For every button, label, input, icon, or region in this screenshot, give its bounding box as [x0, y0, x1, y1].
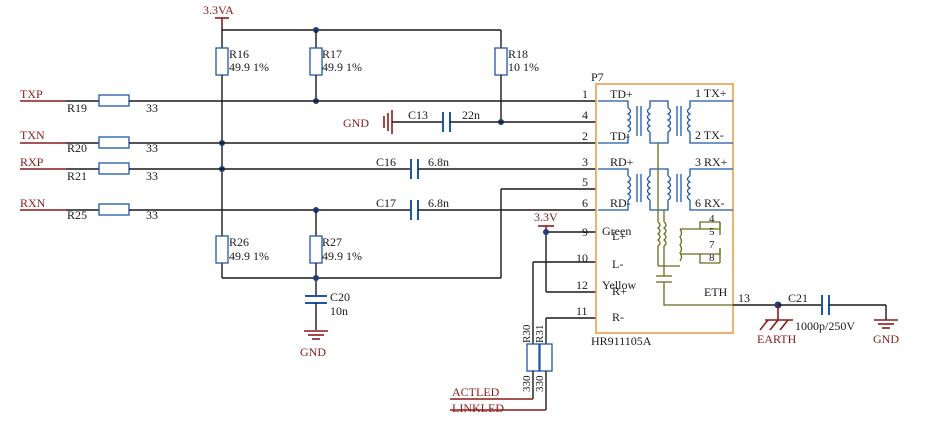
r17-ref: R17	[322, 47, 342, 61]
c21-ref: C21	[788, 291, 808, 305]
net-label-rxp: RXP	[20, 155, 44, 169]
r30-value: 330	[521, 375, 533, 392]
c20-ref: C20	[330, 290, 350, 304]
pin-2-num: 2	[582, 129, 588, 143]
r26-ref: R26	[229, 235, 249, 249]
r18-ref: R18	[508, 47, 528, 61]
pin-6-num: 6	[582, 196, 588, 210]
c17-value: 6.8n	[428, 196, 449, 210]
r27-ref: R27	[322, 235, 342, 249]
net-txn: TXN R20 33	[20, 128, 596, 155]
net-actled: ACTLED	[450, 385, 533, 400]
capacitor-c20: C20 10n	[305, 290, 350, 330]
net-txp: TXP R19 33	[20, 87, 596, 115]
gnd-c21-label: GND	[873, 332, 899, 346]
r26-value: 49.9 1%	[229, 249, 269, 263]
net-label-linkled: LINKLED	[452, 401, 504, 415]
c17-ref: C17	[376, 196, 396, 210]
p7-part: HR911105A	[591, 334, 652, 348]
p7-ref: P7	[591, 70, 604, 84]
r19-value: 33	[146, 101, 158, 115]
connector-p7: P7 HR911105A 1 4 2 3 5 6 9 10 12 11 TD+ …	[576, 70, 750, 348]
resistor-r16: R16 49.9 1%	[215, 47, 269, 76]
pin-rd-minus-label: RD-	[610, 196, 631, 210]
net-label-actled: ACTLED	[452, 385, 500, 399]
c20-value: 10n	[330, 304, 348, 318]
pin-td-minus-label: TD-	[610, 129, 630, 143]
r31-value: 330	[534, 375, 546, 392]
pin-10-num: 10	[576, 251, 588, 265]
r20-value: 33	[146, 141, 158, 155]
r16-value: 49.9 1%	[229, 60, 269, 74]
resistor-r17: R17 49.9 1%	[309, 47, 362, 76]
c21-value: 1000p/250V	[795, 319, 855, 333]
earth-symbol: EARTH	[757, 305, 797, 346]
r20-ref: R20	[67, 141, 87, 155]
r19-ref: R19	[67, 101, 87, 115]
eth-pin-13: 13	[738, 291, 750, 305]
resistor-r26: R26 49.9 1%	[215, 235, 269, 264]
power-3v3va: 3.3VA	[203, 3, 234, 27]
pin-rd-plus-label: RD+	[610, 155, 634, 169]
r16-ref: R16	[229, 47, 249, 61]
led-yellow-label: Yellow	[602, 278, 636, 292]
r21-ref: R21	[67, 169, 87, 183]
r18-value: 10 1%	[508, 60, 539, 74]
rail-3v3va-wire	[221, 27, 502, 48]
pin-9-num: 9	[582, 225, 588, 239]
gnd-c20-label: GND	[300, 345, 326, 359]
c13-value: 22n	[462, 108, 480, 122]
gnd-symbol-c20: GND	[300, 330, 328, 359]
pin-r-minus-label: R-	[612, 310, 624, 324]
power-3v3: 3.3V	[534, 210, 558, 232]
led-green-label: Green	[602, 224, 631, 238]
r30-ref: R30	[521, 324, 533, 343]
capacitor-c13: GND C13 22n	[343, 108, 596, 134]
pin-11-num: 11	[576, 304, 588, 318]
pin-l-plus-label: L+	[612, 229, 626, 243]
resistor-r31: R31 330	[534, 325, 553, 392]
r25-value: 33	[146, 208, 158, 222]
eth-label: ETH	[704, 285, 728, 299]
rj-pin-7: 7	[709, 239, 715, 251]
r31-ref: R31	[534, 325, 546, 343]
net-rxn: RXN R25 33 C17 6.8n	[20, 196, 596, 222]
net-linkled: LINKLED	[450, 401, 546, 415]
r27-value: 49.9 1%	[322, 249, 362, 263]
pin-rx-plus-label: 3 RX+	[695, 155, 728, 169]
r21-value: 33	[146, 169, 158, 183]
net-label-txn: TXN	[20, 128, 45, 142]
resistor-r18: R18 10 1%	[494, 47, 539, 76]
rj-pin-5: 5	[709, 226, 715, 238]
pin-rx-minus-label: 6 RX-	[695, 196, 725, 210]
pin-4-num: 4	[582, 108, 588, 122]
c16-ref: C16	[376, 155, 396, 169]
gnd-c13-label: GND	[343, 116, 369, 130]
gnd-symbol-c21: GND	[873, 319, 899, 346]
c13-ref: C13	[408, 108, 428, 122]
net-label-3v3va: 3.3VA	[203, 3, 234, 17]
net-label-rxn: RXN	[20, 196, 46, 210]
earth-label: EARTH	[757, 332, 797, 346]
pin-tx-plus-label: 1 TX+	[695, 86, 727, 100]
pin-1-num: 1	[582, 87, 588, 101]
pin-3-num: 3	[582, 155, 588, 169]
capacitor-c21: C21 1000p/250V	[788, 291, 855, 333]
net-label-3v3: 3.3V	[534, 210, 558, 224]
pin-5-num: 5	[582, 175, 588, 189]
pin-12-num: 12	[576, 278, 588, 292]
r17-value: 49.9 1%	[322, 60, 362, 74]
c16-value: 6.8n	[428, 155, 449, 169]
net-label-txp: TXP	[20, 87, 43, 101]
r25-ref: R25	[67, 208, 87, 222]
rj-pin-4: 4	[709, 213, 715, 225]
pin-td-plus-label: TD+	[610, 87, 633, 101]
rj-pin-8: 8	[709, 252, 715, 264]
pin-r-plus-label: R+	[612, 284, 627, 298]
net-rxp: RXP R21 33 C16 6.8n	[20, 155, 596, 183]
pin-tx-minus-label: 2 TX-	[695, 128, 724, 142]
resistor-r27: R27 49.9 1%	[309, 235, 362, 264]
pin-l-minus-label: L-	[612, 257, 623, 271]
